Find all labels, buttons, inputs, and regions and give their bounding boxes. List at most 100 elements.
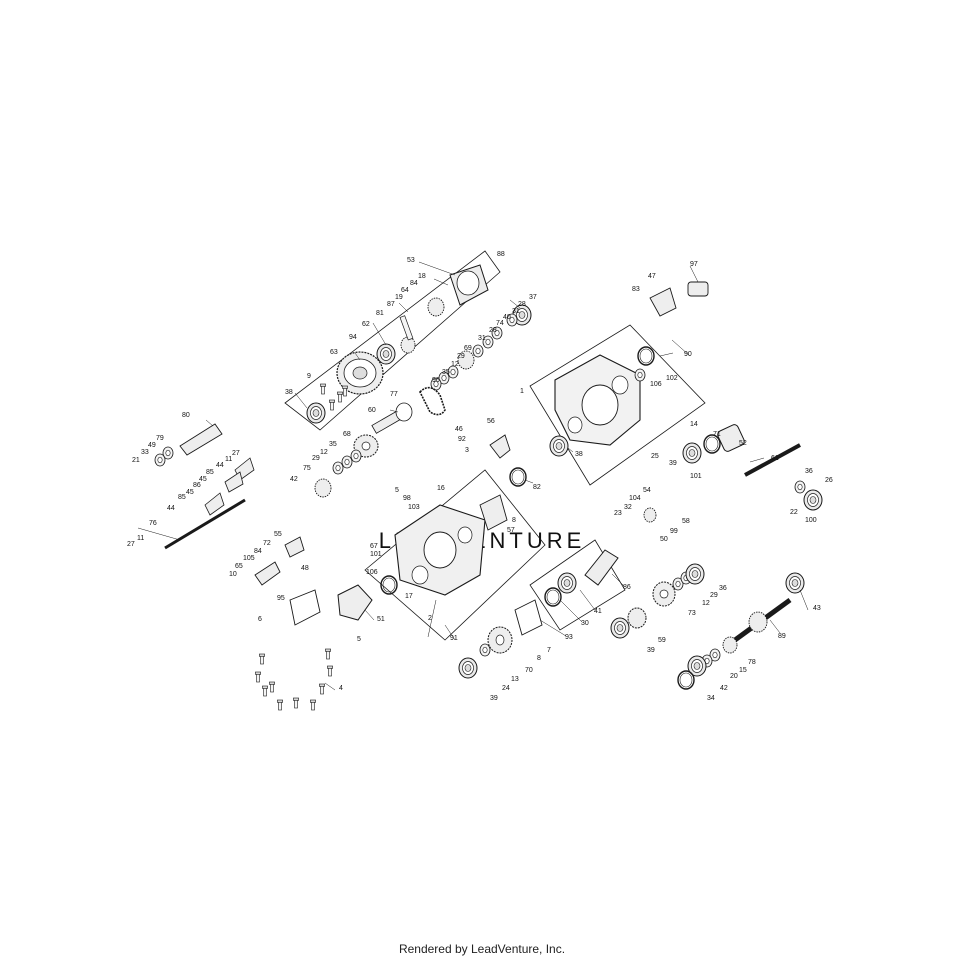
callout-69: 69 <box>464 345 472 352</box>
callout-20: 20 <box>730 673 738 680</box>
bearing-39-lower <box>458 657 478 679</box>
callout-11: 11 <box>225 456 232 463</box>
callout-6: 6 <box>258 616 262 623</box>
callout-93: 93 <box>565 634 573 641</box>
callout-labels: 88 53 18 84 64 19 87 81 62 94 63 9 38 37… <box>127 251 833 702</box>
callout-3: 3 <box>465 447 469 454</box>
callout-56: 56 <box>487 418 495 425</box>
bolt <box>255 671 261 683</box>
gear-75 <box>314 478 332 498</box>
input-shaft-86 <box>584 549 619 586</box>
callout-7: 7 <box>547 647 551 654</box>
snap-ring-34 <box>677 670 695 690</box>
bolt <box>319 683 325 695</box>
callout-45-b: 45 <box>186 489 194 496</box>
gear-73 <box>652 581 676 607</box>
callout-67: 67 <box>370 543 378 550</box>
callout-28-b: 28 <box>489 327 497 334</box>
callout-96: 96 <box>432 377 440 384</box>
left-transmission-case <box>394 504 486 596</box>
plate-93 <box>514 599 543 636</box>
callout-18: 18 <box>418 273 426 280</box>
callout-11-b: 11 <box>137 535 144 542</box>
callout-87: 87 <box>387 301 395 308</box>
bolt <box>327 665 333 677</box>
bolt <box>269 681 275 693</box>
callout-92: 92 <box>458 436 466 443</box>
gear-78 <box>722 636 738 654</box>
callout-76: 76 <box>149 520 157 527</box>
callout-86: 86 <box>193 482 201 489</box>
bearing-41 <box>557 572 577 594</box>
callout-27-b: 27 <box>127 541 135 548</box>
bolt <box>293 697 299 709</box>
shift-arm-56 <box>489 434 511 459</box>
bolt <box>320 383 326 395</box>
callout-106-b: 106 <box>366 569 378 576</box>
callout-13: 13 <box>511 676 519 683</box>
assembly-outline-right-case <box>529 324 706 486</box>
bearing-38-right <box>549 435 569 457</box>
callout-30: 30 <box>581 620 589 627</box>
callout-38-b: 38 <box>575 451 583 458</box>
bolt <box>277 699 283 711</box>
washer <box>350 449 362 463</box>
sprocket-shaft <box>371 402 413 434</box>
callout-77: 77 <box>390 391 398 398</box>
callout-104: 104 <box>629 495 641 502</box>
callout-54: 54 <box>643 487 651 494</box>
callout-39-c: 39 <box>647 647 655 654</box>
callout-63: 63 <box>330 349 338 356</box>
callout-51: 51 <box>377 616 385 623</box>
callout-36-b: 36 <box>719 585 727 592</box>
callout-59: 59 <box>658 637 666 644</box>
callout-29-b: 29 <box>312 455 320 462</box>
drive-chain <box>419 386 446 416</box>
callout-31: 31 <box>512 308 520 315</box>
callout-90: 90 <box>684 351 692 358</box>
callout-73: 73 <box>688 610 696 617</box>
callout-16: 16 <box>437 485 445 492</box>
callout-55: 55 <box>274 531 282 538</box>
callout-24: 24 <box>502 685 510 692</box>
footer-credit: Rendered by LeadVenture, Inc. <box>398 942 566 956</box>
sensor-97 <box>687 281 709 297</box>
callout-84: 84 <box>410 280 418 287</box>
callout-80: 80 <box>182 412 190 419</box>
lever-84 <box>254 561 281 586</box>
callout-5-b: 5 <box>357 636 361 643</box>
gear-59 <box>627 607 647 629</box>
washer <box>794 480 806 494</box>
callout-98: 98 <box>403 495 411 502</box>
washer <box>154 453 166 467</box>
callout-101: 101 <box>690 473 702 480</box>
callout-42-b: 42 <box>720 685 728 692</box>
washer <box>341 455 353 469</box>
callout-43: 43 <box>813 605 821 612</box>
callout-75: 75 <box>303 465 311 472</box>
callout-39-b: 39 <box>490 695 498 702</box>
callout-79: 79 <box>156 435 164 442</box>
callout-40: 40 <box>503 314 511 321</box>
callout-71: 71 <box>713 431 721 438</box>
callout-28: 28 <box>518 301 526 308</box>
callout-84-b: 84 <box>254 548 262 555</box>
callout-50: 50 <box>660 536 668 543</box>
callout-1: 1 <box>520 388 524 395</box>
callout-91: 91 <box>450 635 458 642</box>
callout-60: 60 <box>368 407 376 414</box>
callout-85: 85 <box>206 469 214 476</box>
callout-29-c: 29 <box>710 592 718 599</box>
callout-12-c: 12 <box>702 600 710 607</box>
housing-51 <box>337 584 373 621</box>
callout-23: 23 <box>614 510 622 517</box>
callout-83: 83 <box>632 286 640 293</box>
gear-cluster-54 <box>643 507 657 523</box>
callout-19: 19 <box>395 294 403 301</box>
callout-8-b: 8 <box>537 655 541 662</box>
callout-100: 100 <box>805 517 817 524</box>
bearing-62 <box>376 343 396 365</box>
assembly-outline-lower-shaft <box>529 539 626 631</box>
callout-46: 46 <box>455 426 463 433</box>
